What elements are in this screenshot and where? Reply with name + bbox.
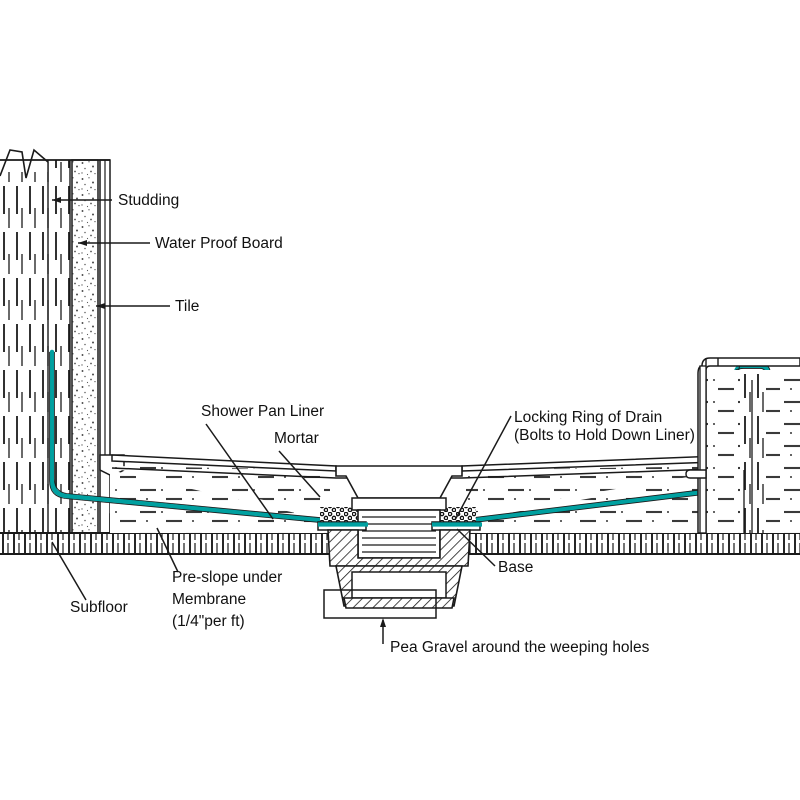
left-wall-assembly	[0, 148, 111, 541]
drain-base	[327, 529, 471, 609]
tile-layer	[99, 159, 111, 541]
label-subfloor: Subfloor	[70, 599, 128, 616]
label-waterproof-board: Water Proof Board	[155, 235, 283, 252]
label-mortar: Mortar	[274, 430, 319, 447]
label-locking-ring-line2: (Bolts to Hold Down Liner)	[514, 427, 695, 444]
label-locking-ring-line1: Locking Ring of Drain	[514, 409, 662, 426]
label-studding: Studding	[118, 192, 179, 209]
break-line-icon	[0, 148, 49, 179]
label-shower-pan-liner: Shower Pan Liner	[201, 403, 324, 420]
leader-lines	[51, 197, 512, 644]
label-preslope-line3: (1/4"per ft)	[172, 613, 245, 630]
label-preslope-line2: Membrane	[172, 591, 246, 608]
studding-layer	[0, 160, 71, 533]
drain-strainer	[335, 465, 463, 499]
label-tile: Tile	[175, 298, 199, 315]
pea-gravel-left	[320, 507, 366, 525]
label-pea-gravel: Pea Gravel around the weeping holes	[390, 639, 650, 656]
pea-gravel-callout-box	[323, 589, 437, 619]
pea-gravel-right	[430, 507, 476, 525]
label-base: Base	[498, 559, 533, 576]
waterproof-board-layer	[71, 159, 99, 541]
drain-riser	[357, 509, 441, 559]
shower-curb	[685, 357, 800, 534]
label-preslope-line1: Pre-slope under	[172, 569, 282, 586]
drain-assembly	[317, 465, 482, 619]
